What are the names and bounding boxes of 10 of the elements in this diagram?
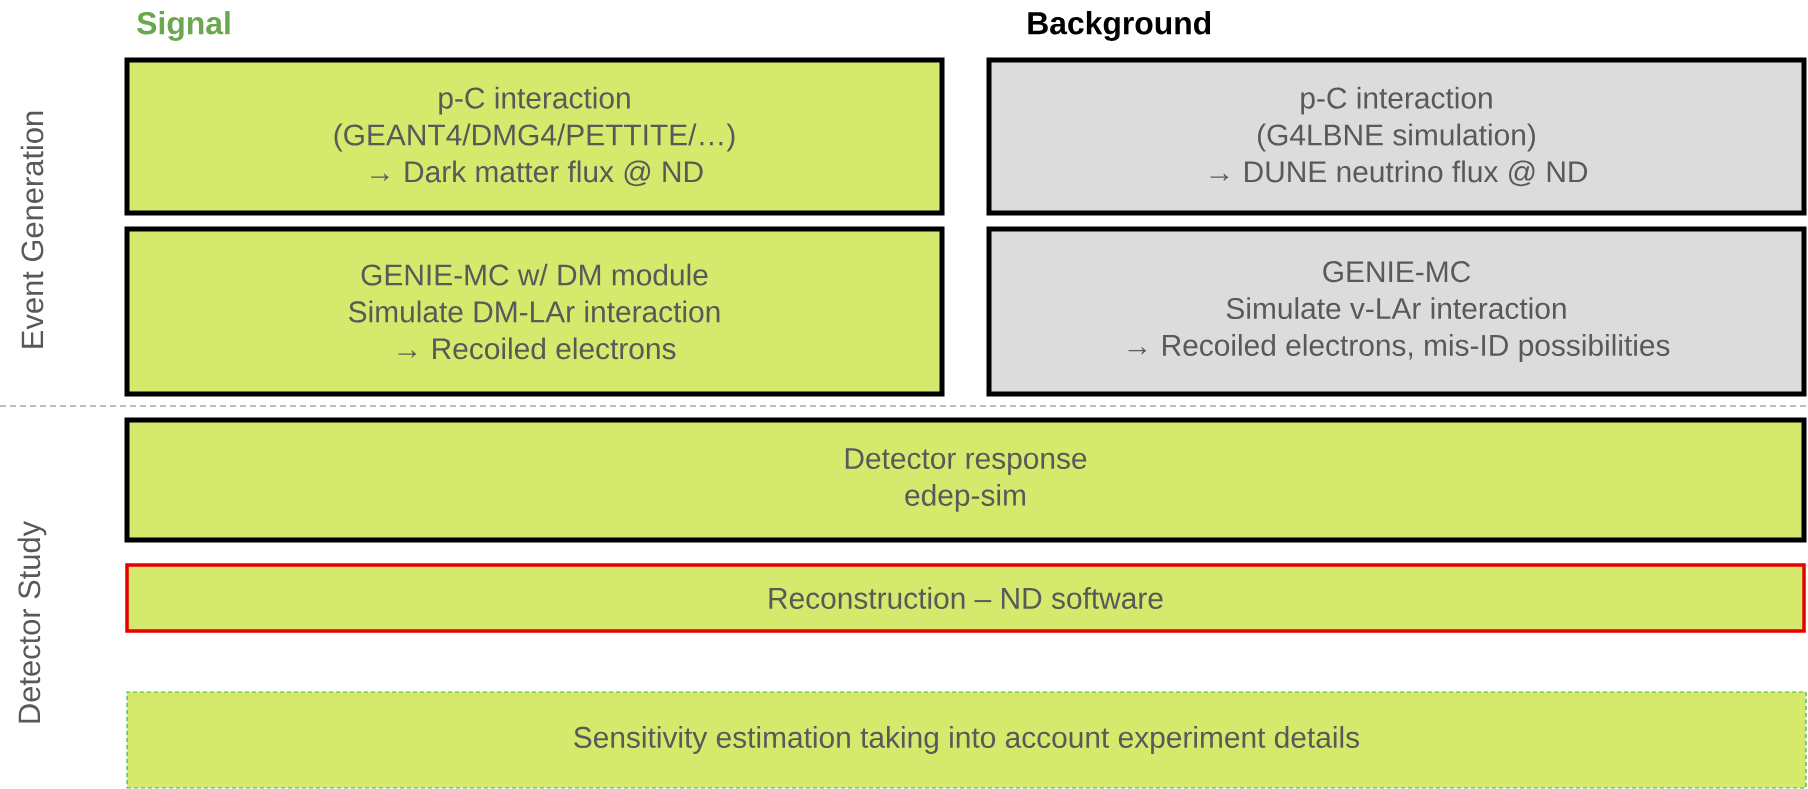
process-box: Sensitivity estimation taking into account experiment details	[126, 691, 1807, 789]
process-box: p-C interaction (G4LBNE simulation) → DUNE neutrino flux @ ND	[986, 57, 1807, 216]
process-box: p-C interaction (GEANT4/DMG4/PETTITE/…) → Dark matter flux @ ND	[124, 57, 945, 216]
column-heading: Background	[1028, 11, 1211, 41]
process-box: Detector response edep-sim	[124, 417, 1807, 543]
process-box: Reconstruction – ND software	[125, 563, 1806, 633]
row-label: Event Generation	[20, 111, 44, 348]
row-label: Detector Study	[17, 520, 47, 723]
process-box: GENIE-MC Simulate v-LAr interaction → Recoiled electrons, mis-ID possibilities	[986, 226, 1807, 397]
process-box: GENIE-MC w/ DM module Simulate DM-LAr interaction → Recoiled electrons	[124, 226, 945, 397]
